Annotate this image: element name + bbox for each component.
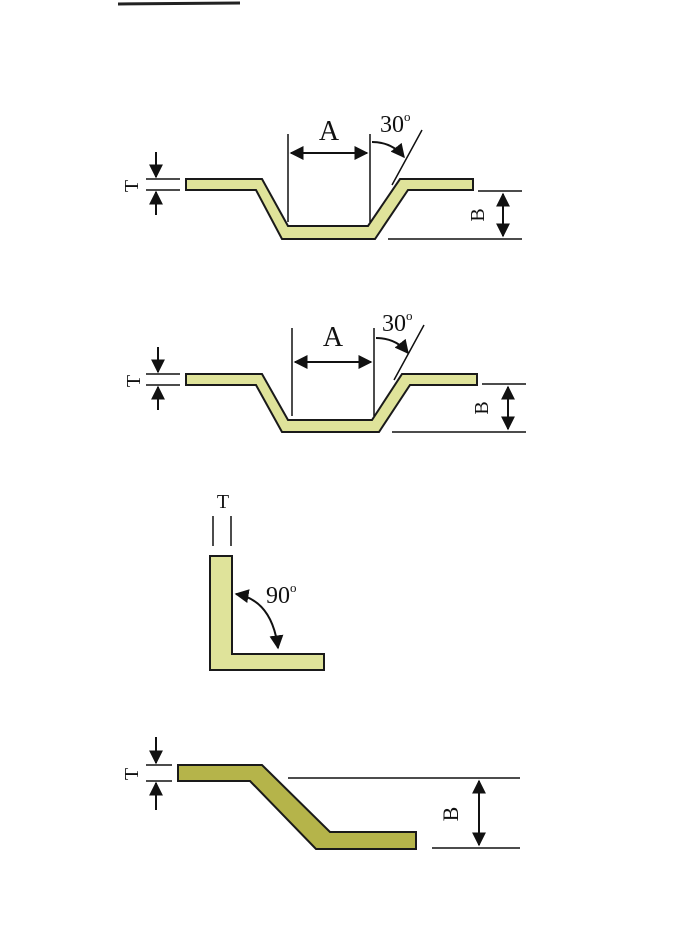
page-edge-line: [117, 1, 241, 6]
channel-2-angle-ref-line: [393, 324, 425, 381]
channel-1-depth-label: B: [467, 208, 489, 221]
channel-1-angle-ref-line: [391, 129, 423, 186]
offset-plate: [177, 764, 417, 850]
channel-1-angle-unit: o: [404, 109, 411, 124]
l-angle-angle-unit: o: [290, 580, 297, 595]
l-angle-angle-label: 90o: [266, 580, 297, 609]
l-angle-plate: [209, 555, 325, 671]
channel-2-depth-label: B: [471, 401, 493, 414]
offset-thickness-label: T: [121, 768, 143, 780]
channel-2-angle-unit: o: [406, 308, 413, 323]
channel-1-angle-label: 30o: [380, 109, 411, 138]
channel-2-angle-value: 30: [382, 311, 406, 337]
channel-1-plate: [185, 178, 474, 240]
l-angle-diagram: T 90o: [209, 491, 325, 671]
channel-2-width-label: A: [323, 322, 344, 353]
offset-diagram: T B: [121, 737, 520, 850]
channel-1-thickness-label: T: [121, 180, 143, 192]
l-angle-angle-arc: [234, 589, 284, 650]
l-angle-angle-value: 90: [266, 583, 290, 609]
channel-2-thickness-label: T: [123, 375, 145, 387]
l-angle-thickness-label: T: [217, 491, 229, 513]
channel-1-angle-value: 30: [380, 112, 404, 138]
offset-depth-label: B: [438, 807, 463, 822]
channel-2-angle-arc: [375, 337, 409, 355]
channel-2-plate: [185, 373, 478, 433]
channel-diagram-2: T A 30o B: [123, 308, 526, 433]
channel-1-angle-arc: [371, 141, 405, 159]
channel-2-angle-label: 30o: [382, 308, 413, 337]
channel-diagram-1: T A 30o B: [121, 109, 522, 240]
channel-1-width-label: A: [319, 116, 340, 147]
